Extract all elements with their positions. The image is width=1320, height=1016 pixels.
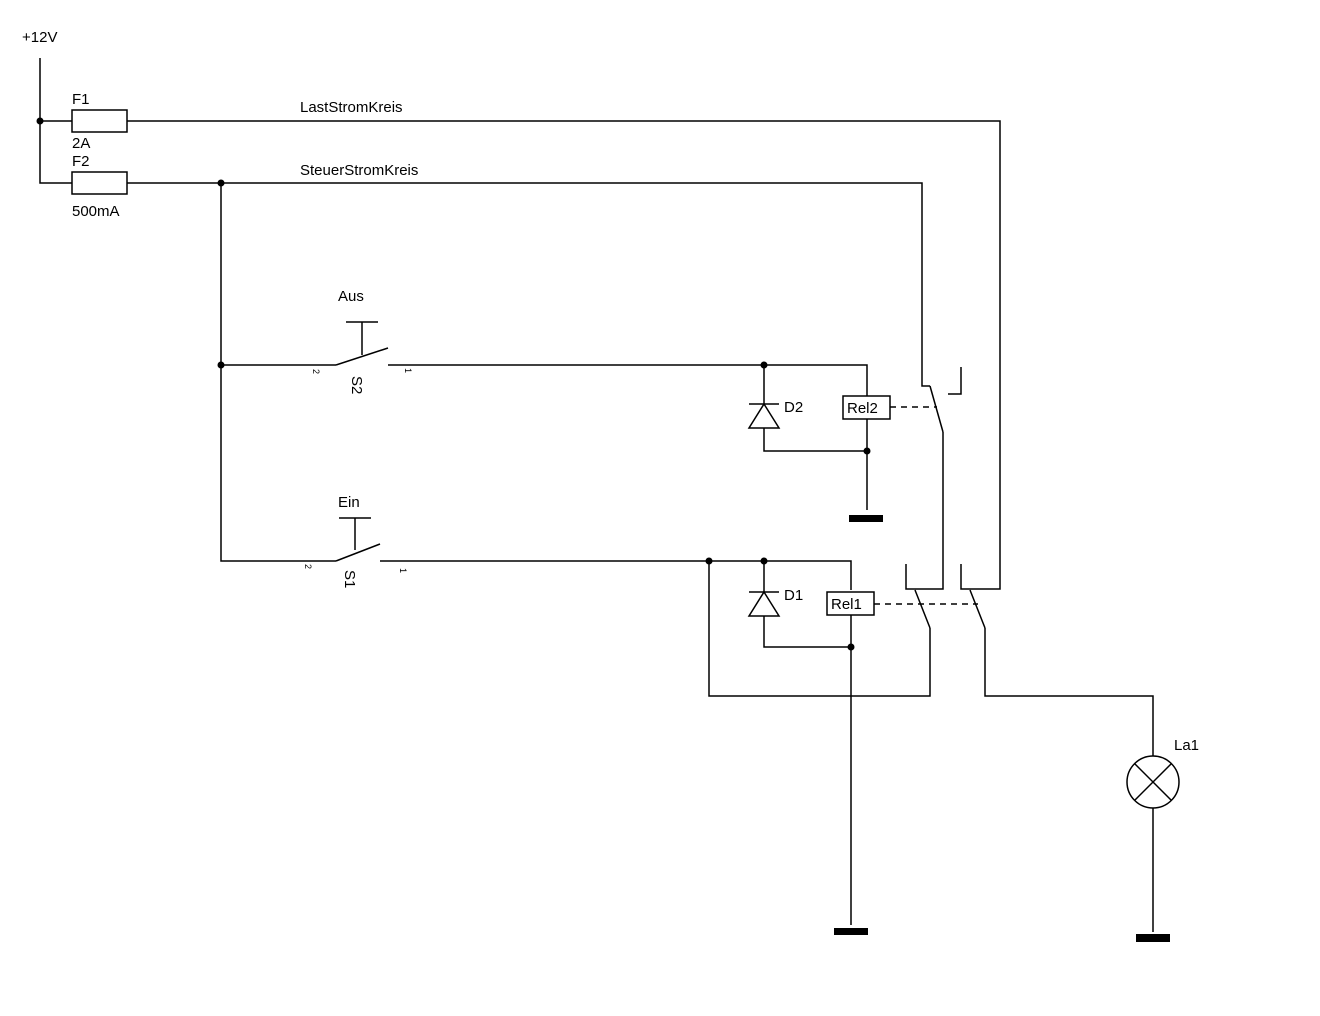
load-circuit-label: LastStromKreis: [300, 99, 403, 116]
switch-s2-name: S2: [348, 376, 365, 394]
junction-dot: [847, 643, 855, 651]
switch-s2-pin-right: 1: [403, 368, 413, 373]
diode-d1: D1: [747, 557, 851, 648]
relay-rel1-name: Rel1: [831, 596, 862, 613]
lamp-la1-name: La1: [1174, 737, 1199, 754]
control-circuit-label: SteuerStromKreis: [300, 162, 418, 179]
switch-s1-pin-right: 1: [398, 568, 408, 573]
switch-s1: Ein S1 2 1: [303, 494, 852, 590]
diode-d2-name: D2: [784, 399, 803, 416]
switch-s1-name: S1: [341, 570, 358, 588]
relay-rel1-load-contact: [960, 564, 1154, 756]
junction-dot: [36, 117, 44, 125]
switch-s1-pin-left: 2: [303, 564, 313, 569]
switch-s2-caption: Aus: [338, 288, 364, 305]
control-circuit-net: SteuerStromKreis: [127, 162, 930, 562]
fuse-f1-rating: 2A: [72, 135, 90, 152]
fuse-f1: F1 2A: [71, 91, 128, 152]
relay-rel1-hold-contact: [705, 557, 931, 697]
ground-icon: [834, 928, 868, 935]
load-circuit-net: LastStromKreis: [127, 99, 1001, 590]
fuse-f2-name: F2: [72, 153, 90, 170]
fuse-f2-rating: 500mA: [72, 203, 120, 220]
junction-dot: [705, 557, 713, 565]
fuse-f2: F2 500mA: [71, 153, 128, 220]
switch-s2: Aus S2 2 1: [311, 288, 764, 394]
lamp-la1: La1: [1126, 737, 1199, 942]
ground-icon: [849, 515, 883, 522]
relay-rel2-contact: [922, 367, 962, 590]
relay-rel1: Rel1: [826, 591, 978, 935]
ground-icon: [1136, 934, 1170, 942]
diode-d1-name: D1: [784, 587, 803, 604]
switch-s1-caption: Ein: [338, 494, 360, 511]
supply-label: +12V: [22, 29, 57, 46]
fuse-f1-name: F1: [72, 91, 90, 108]
supply-rail: +12V: [22, 29, 72, 184]
relay-rel2-name: Rel2: [847, 400, 878, 417]
junction-dot: [863, 447, 871, 455]
relay-rel2: Rel2: [764, 364, 937, 522]
diode-d2: D2: [747, 361, 867, 452]
switch-s2-pin-left: 2: [311, 369, 321, 374]
